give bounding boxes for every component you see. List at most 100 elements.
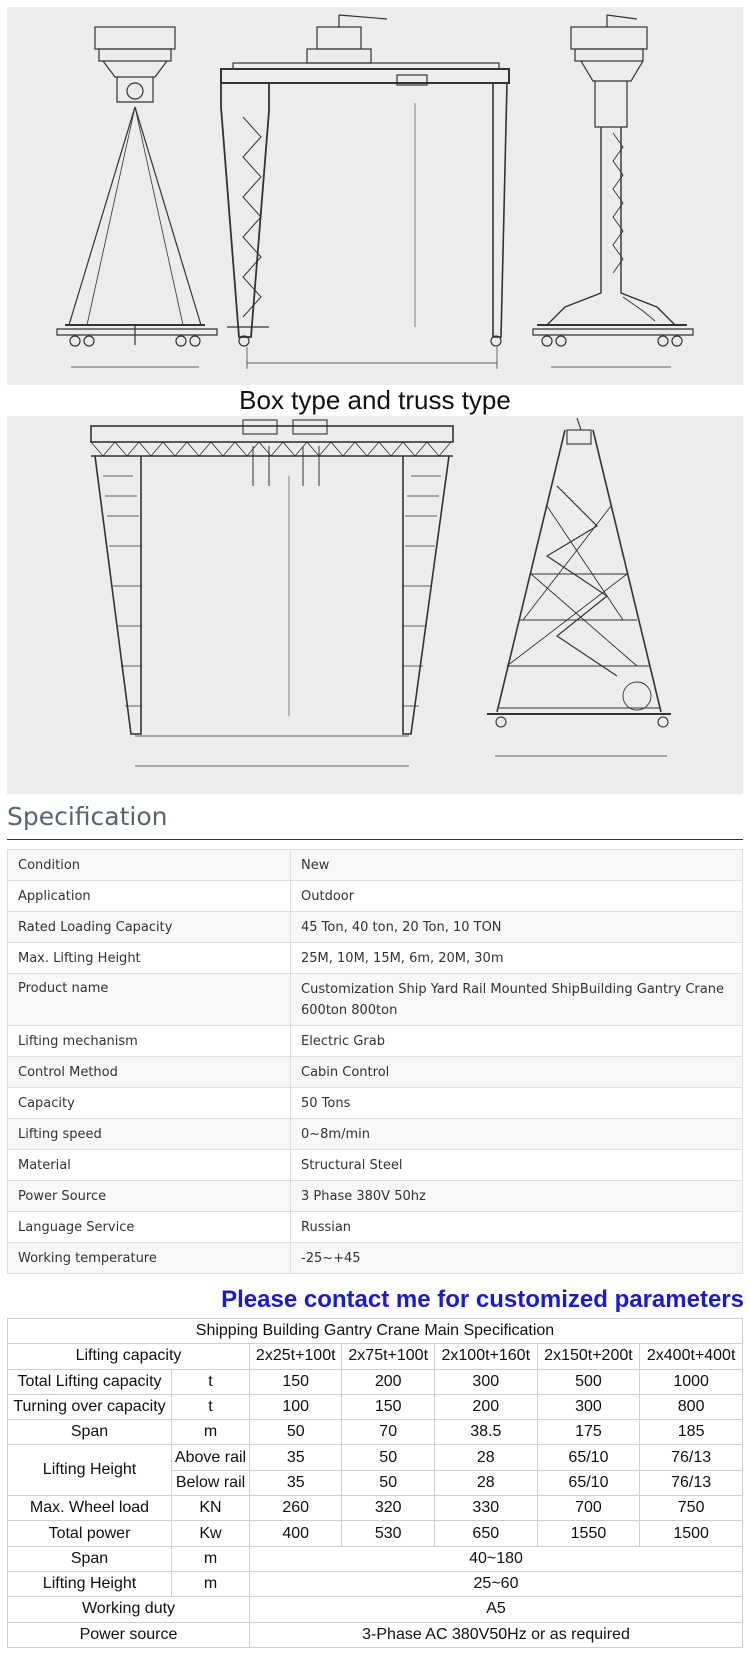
cell: 530	[341, 1520, 435, 1547]
truss-main-view	[90, 419, 454, 767]
row-label: Lifting Height	[7, 1570, 172, 1598]
cell: 200	[341, 1368, 435, 1395]
cell: 300	[536, 1393, 641, 1421]
cell: 400	[248, 1520, 343, 1547]
spec-value: 3 Phase 380V 50hz	[290, 1180, 743, 1212]
table-row: Span m 40~180	[7, 1545, 743, 1572]
model-header: 2x400t+400t	[639, 1343, 743, 1370]
cell: 50	[341, 1444, 435, 1471]
cell: 200	[433, 1393, 538, 1421]
cell: 100	[248, 1393, 343, 1421]
spec-value: Structural Steel	[290, 1149, 743, 1181]
cell: 65/10	[536, 1444, 641, 1471]
spec-value: Customization Ship Yard Rail Mounted Shi…	[290, 973, 743, 1026]
cell: 76/13	[639, 1469, 743, 1497]
table-row: Total Lifting capacity t 150 200 300 500…	[7, 1368, 743, 1395]
table-row: Lifting Height Above rail 35 50 28 65/10…	[7, 1444, 743, 1497]
spec-key: Working temperature	[7, 1242, 291, 1274]
cell: 3-Phase AC 380V50Hz or as required	[249, 1621, 743, 1648]
cell: 1000	[639, 1368, 743, 1395]
cell: 35	[248, 1469, 343, 1497]
cell: 40~180	[249, 1545, 743, 1572]
spec-key: Capacity	[7, 1087, 291, 1119]
cell: 650	[433, 1520, 538, 1547]
cell: A5	[249, 1596, 743, 1623]
table-row: Working duty A5	[7, 1596, 743, 1623]
row-unit: t	[171, 1368, 250, 1395]
spec-key: Power Source	[7, 1180, 291, 1212]
spec-value: Russian	[290, 1211, 743, 1243]
spec-value: Outdoor	[290, 880, 743, 912]
spec-key: Application	[7, 880, 291, 912]
cell: 500	[536, 1368, 641, 1395]
row-label: Span	[7, 1545, 172, 1572]
spec-key: Lifting speed	[7, 1118, 291, 1150]
specification-heading: Specification	[7, 802, 168, 831]
row-label: Total Lifting capacity	[7, 1368, 172, 1395]
table-row: Max. Wheel load KN 260 320 330 700 750	[7, 1495, 743, 1522]
cell: 800	[639, 1393, 743, 1421]
spec-key: Control Method	[7, 1056, 291, 1088]
main-specification-table: Shipping Building Gantry Crane Main Spec…	[7, 1317, 743, 1648]
row-sublabel: Above rail	[171, 1444, 250, 1471]
table-row: Working temperature-25~+45	[7, 1242, 743, 1274]
row-unit: t	[171, 1393, 250, 1421]
cell: 28	[433, 1469, 538, 1497]
table-row: Below rail 35 50 28 65/10 76/13	[8, 1469, 743, 1497]
cell: 25~60	[249, 1570, 743, 1598]
cell: 65/10	[536, 1469, 641, 1497]
cell: 50	[248, 1419, 343, 1446]
row-unit: Kw	[171, 1520, 250, 1547]
row-unit: KN	[171, 1495, 250, 1522]
spec-value: 0~8m/min	[290, 1118, 743, 1150]
cell: 1500	[639, 1520, 743, 1547]
spec-value: 25M, 10M, 15M, 6m, 20M, 30m	[290, 942, 743, 974]
table-title: Shipping Building Gantry Crane Main Spec…	[7, 1317, 743, 1345]
spec-key: Product name	[7, 973, 291, 1026]
capacity-header: Lifting capacity	[7, 1343, 250, 1370]
row-unit: m	[171, 1419, 250, 1446]
spec-key: Max. Lifting Height	[7, 942, 291, 974]
row-label: Max. Wheel load	[7, 1495, 172, 1522]
box-type-gantry-drawing	[7, 7, 743, 385]
row-label: Working duty	[7, 1596, 250, 1623]
spec-value: New	[290, 849, 743, 881]
spec-value: Cabin Control	[290, 1056, 743, 1088]
spec-value: 50 Tons	[290, 1087, 743, 1119]
table-row: Total power Kw 400 530 650 1550 1500	[7, 1520, 743, 1547]
truss-type-gantry-drawing	[7, 416, 743, 794]
spec-key: Language Service	[7, 1211, 291, 1243]
cell: 330	[433, 1495, 538, 1522]
cell: 1550	[536, 1520, 641, 1547]
spec-value: -25~+45	[290, 1242, 743, 1274]
cell: 28	[433, 1444, 538, 1471]
cell: 320	[341, 1495, 435, 1522]
left-end-view	[56, 26, 218, 368]
table-row: Span m 50 70 38.5 175 185	[7, 1419, 743, 1446]
cell: 35	[248, 1444, 343, 1471]
row-label: Total power	[7, 1520, 172, 1547]
model-header: 2x100t+160t	[433, 1343, 538, 1370]
spec-key: Condition	[7, 849, 291, 881]
table-row: Power source 3-Phase AC 380V50Hz or as r…	[7, 1621, 743, 1648]
table-title-row: Shipping Building Gantry Crane Main Spec…	[7, 1317, 743, 1345]
cell: 150	[341, 1393, 435, 1421]
truss-end-view	[487, 417, 671, 757]
model-header: 2x75t+100t	[341, 1343, 435, 1370]
spec-value: 45 Ton, 40 ton, 20 Ton, 10 TON	[290, 911, 743, 943]
box-and-truss-caption: Box type and truss type	[239, 385, 511, 415]
row-label: Span	[7, 1419, 172, 1446]
row-unit: m	[171, 1570, 250, 1598]
row-label: Lifting Height	[7, 1444, 172, 1497]
spec-key: Lifting mechanism	[7, 1025, 291, 1057]
